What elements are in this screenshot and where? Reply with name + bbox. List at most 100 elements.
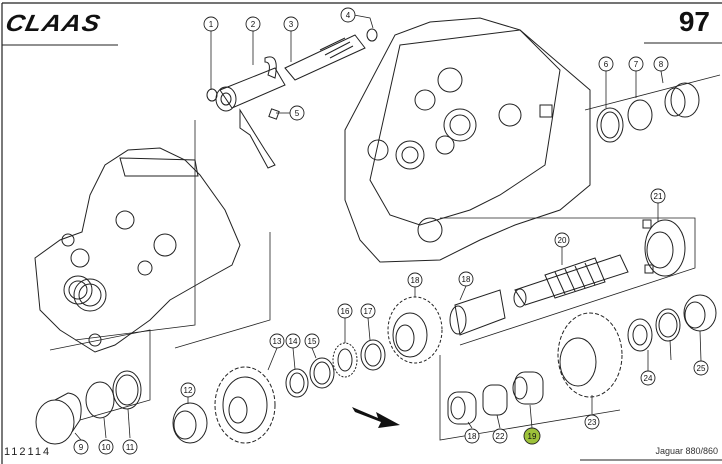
callout-circle — [693, 360, 709, 376]
callout-circle — [285, 333, 301, 349]
callout-circle — [203, 16, 219, 32]
callout-label: 24 — [644, 374, 653, 383]
callout-4[interactable]: 4 — [340, 7, 356, 23]
bottom-bearings-and-bevel-gear — [447, 312, 623, 425]
callout-label: 17 — [364, 307, 373, 316]
callout-label: 8 — [659, 60, 664, 69]
callout-13[interactable]: 13 — [269, 333, 285, 349]
callout-label: 5 — [295, 109, 300, 118]
callout-circle — [360, 303, 376, 319]
callout-circle — [628, 56, 644, 72]
callout-circle — [289, 105, 305, 121]
callout-circle — [180, 382, 196, 398]
callout-label: 18 — [411, 276, 420, 285]
brand-logo: CLAAS — [3, 9, 104, 37]
callout-11[interactable]: 11 — [122, 439, 138, 455]
callout-label: 7 — [634, 60, 639, 69]
parts-23-25-24 — [627, 294, 717, 352]
callout-circle — [598, 56, 614, 72]
direction-arrow-icon — [352, 407, 400, 428]
cap-and-rings-9-10-11 — [35, 370, 142, 445]
callout-label: 19 — [528, 432, 537, 441]
callout-circle — [245, 16, 261, 32]
gear-17-and-bearing-18 — [387, 289, 506, 364]
callout-24[interactable]: 24 — [640, 370, 656, 386]
callout-circle — [407, 272, 423, 288]
callout-circle — [492, 428, 508, 444]
callout-25[interactable]: 25 — [693, 360, 709, 376]
callout-3[interactable]: 3 — [283, 16, 299, 32]
callout-14[interactable]: 14 — [285, 333, 301, 349]
main-shaft — [513, 254, 629, 308]
callout-label: 23 — [588, 418, 597, 427]
callout-10[interactable]: 10 — [98, 439, 114, 455]
callout-circle — [337, 303, 353, 319]
callout-6[interactable]: 6 — [598, 56, 614, 72]
callout-circle — [122, 439, 138, 455]
callout-leaders — [74, 14, 702, 441]
front-housing-cover — [34, 147, 241, 353]
callout-circle — [98, 439, 114, 455]
callout-label: 16 — [341, 307, 350, 316]
callout-18[interactable]: 18 — [407, 272, 423, 288]
callout-19[interactable]: 19 — [523, 427, 541, 445]
callout-label: 21 — [654, 192, 663, 201]
callout-circle — [464, 428, 480, 444]
gear-13-and-bearing-12 — [172, 366, 276, 444]
callout-label: 4 — [346, 11, 351, 20]
callout-18[interactable]: 18 — [458, 271, 474, 287]
callout-circle — [340, 7, 356, 23]
callout-16[interactable]: 16 — [337, 303, 353, 319]
callout-circle — [73, 439, 89, 455]
callout-8[interactable]: 8 — [653, 56, 669, 72]
callout-1[interactable]: 1 — [203, 16, 219, 32]
callout-circle — [269, 333, 285, 349]
model-label: Jaguar 880/860 — [655, 446, 718, 456]
callout-label: 14 — [289, 337, 298, 346]
washers-14-15-16 — [285, 339, 386, 398]
callout-circle — [458, 271, 474, 287]
callout-label: 9 — [79, 443, 84, 452]
callout-label: 3 — [289, 20, 294, 29]
callout-20[interactable]: 20 — [554, 232, 570, 248]
callout-label: 22 — [496, 432, 505, 441]
callout-22[interactable]: 22 — [492, 428, 508, 444]
callout-circle — [653, 56, 669, 72]
callout-circle — [523, 427, 541, 445]
callout-17[interactable]: 17 — [360, 303, 376, 319]
main-gearbox-housing — [344, 17, 591, 263]
callout-23[interactable]: 23 — [584, 414, 600, 430]
callout-label: 18 — [468, 432, 477, 441]
callout-circle — [650, 188, 666, 204]
callout-label: 6 — [604, 60, 609, 69]
callout-12[interactable]: 12 — [180, 382, 196, 398]
callout-label: 20 — [558, 236, 567, 245]
drawing-number: 112114 — [4, 446, 52, 458]
callout-9[interactable]: 9 — [73, 439, 89, 455]
callout-7[interactable]: 7 — [628, 56, 644, 72]
callout-circle — [584, 414, 600, 430]
callout-circle — [304, 333, 320, 349]
callout-label: 13 — [273, 337, 282, 346]
callout-18[interactable]: 18 — [464, 428, 480, 444]
callout-label: 2 — [251, 20, 256, 29]
rings-6-7-8 — [596, 82, 700, 143]
callout-label: 10 — [102, 443, 111, 452]
callout-label: 18 — [462, 275, 471, 284]
assembly-lines — [49, 74, 721, 441]
callout-label: 1 — [209, 20, 214, 29]
callout-5[interactable]: 5 — [289, 105, 305, 121]
callout-21[interactable]: 21 — [650, 188, 666, 204]
page-number: 97 — [678, 6, 710, 37]
callout-circle — [640, 370, 656, 386]
callout-label: 25 — [697, 364, 706, 373]
callout-15[interactable]: 15 — [304, 333, 320, 349]
callout-label: 15 — [308, 337, 317, 346]
coupling-sleeve — [642, 219, 686, 277]
callout-2[interactable]: 2 — [245, 16, 261, 32]
callout-label: 11 — [126, 443, 135, 452]
callout-circle — [554, 232, 570, 248]
callout-circle — [283, 16, 299, 32]
